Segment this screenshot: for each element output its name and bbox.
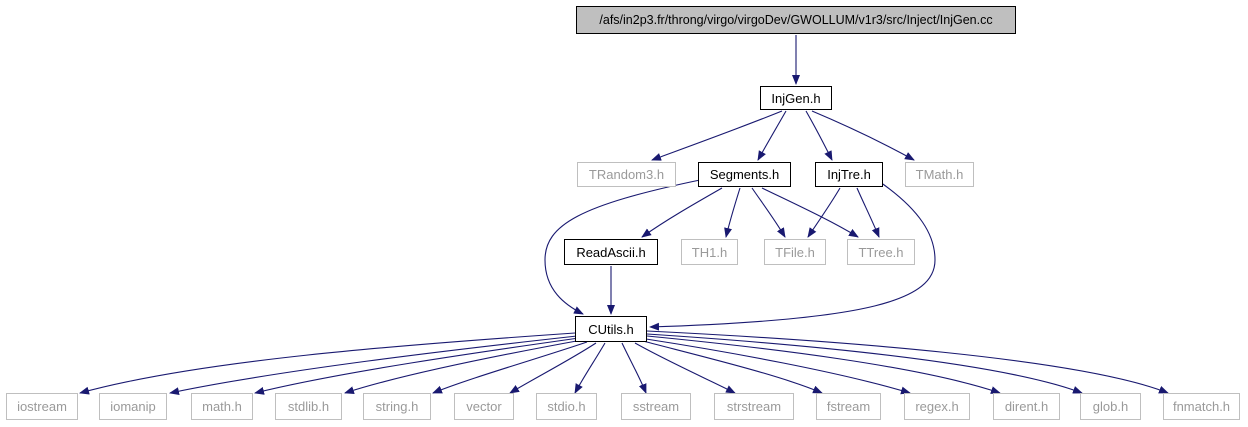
tmath-header-node: TMath.h — [905, 162, 974, 187]
edge-injgen-to-injtre — [805, 110, 833, 161]
edge-segments-to-ttree — [761, 187, 859, 238]
edge-cutils-to-math — [254, 337, 580, 395]
th1-header-node: TH1.h — [681, 239, 738, 265]
strstream-header-node: strstream — [714, 393, 794, 420]
regex-header-node: regex.h — [904, 393, 970, 420]
iomanip-header-node: iomanip — [99, 393, 167, 420]
injgen-header-node[interactable]: InjGen.h — [760, 86, 832, 110]
edge-cutils-to-glob — [646, 333, 1083, 394]
edge-segments-to-th1 — [724, 187, 741, 238]
edge-cutils-to-fnmatch — [646, 330, 1169, 394]
dirent-header-node: dirent.h — [993, 393, 1060, 420]
edge-cutils-to-iomanip — [169, 335, 578, 396]
fstream-header-node: fstream — [816, 393, 881, 420]
edge-cutils-to-sstream — [621, 342, 647, 394]
edge-injgen-to-trandom3 — [651, 110, 783, 161]
edge-injgen-to-tmath — [811, 110, 915, 161]
edge-injtre-to-cutils — [649, 181, 936, 331]
edge-injgen-to-segments — [757, 110, 787, 161]
trandom3-header-node: TRandom3.h — [577, 162, 676, 187]
edge-injtre-to-tfile — [807, 187, 841, 238]
edge-segments-to-readascii — [641, 187, 723, 238]
edge-injtre-to-ttree — [856, 187, 880, 238]
ttree-header-node: TTree.h — [847, 239, 915, 265]
sstream-header-node: sstream — [621, 393, 691, 420]
stdio-header-node: stdio.h — [536, 393, 597, 420]
math-header-node: math.h — [191, 393, 253, 420]
edge-cutils-to-string — [432, 341, 588, 394]
fnmatch-header-node: fnmatch.h — [1163, 393, 1240, 420]
edge-cutils-to-fstream — [642, 340, 823, 394]
edge-cutils-to-stdlib — [344, 339, 583, 395]
edge-cutils-to-iostream — [79, 332, 576, 395]
edge-cutils-to-strstream — [634, 342, 736, 394]
edge-segments-to-tfile — [751, 187, 786, 238]
vector-header-node: vector — [454, 393, 514, 420]
string-header-node: string.h — [363, 393, 431, 420]
injtre-header-node[interactable]: InjTre.h — [815, 162, 883, 187]
readascii-header-node[interactable]: ReadAscii.h — [564, 239, 658, 265]
glob-header-node: glob.h — [1080, 393, 1141, 420]
edge-segments-to-cutils — [544, 179, 701, 315]
edge-cutils-to-vector — [509, 342, 597, 394]
root-file-node[interactable]: /afs/in2p3.fr/throng/virgo/virgoDev/GWOL… — [576, 6, 1016, 34]
edge-cutils-to-regex — [645, 338, 911, 395]
edge-cutils-to-dirent — [646, 335, 1001, 394]
segments-header-node[interactable]: Segments.h — [698, 162, 791, 187]
tfile-header-node: TFile.h — [764, 239, 826, 265]
edge-cutils-to-stdio — [574, 342, 606, 394]
iostream-header-node: iostream — [6, 393, 78, 420]
stdlib-header-node: stdlib.h — [275, 393, 342, 420]
cutils-header-node[interactable]: CUtils.h — [575, 316, 647, 342]
